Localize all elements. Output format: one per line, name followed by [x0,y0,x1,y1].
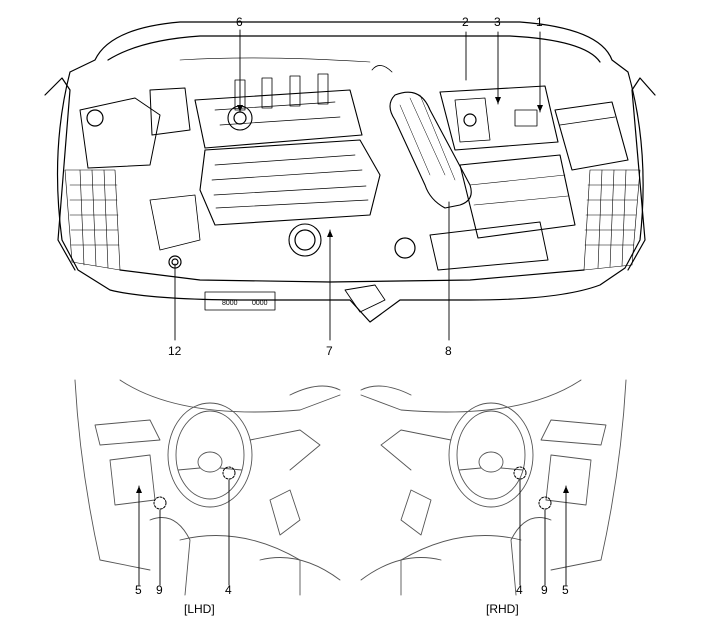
rhd-caption: [RHD] [486,602,519,616]
plate-text-left: 8000 [222,300,238,307]
rhd-leaders [519,479,567,586]
rhd-callout-5: 5 [562,583,569,597]
lhd-arrowheads [136,486,142,493]
battery [439,85,559,151]
lhd-leaders [138,479,230,586]
lhd-caption: [LHD] [184,602,215,616]
rhd-callout-9: 9 [541,583,548,597]
callout-12: 12 [168,344,182,358]
rhd-interior-illustration [360,379,627,596]
callout-7: 7 [326,344,333,358]
lhd-callout-4: 4 [225,583,232,597]
rhd-arrowheads [563,486,569,493]
plate-text-right: 0000 [252,300,268,307]
callout-8: 8 [445,344,452,358]
right-mesh [583,169,641,271]
callout-1: 1 [536,15,543,29]
rhd-callout-4: 4 [516,583,523,597]
callout-6: 6 [236,15,243,29]
callout-3: 3 [494,15,501,29]
engine-arrowheads [237,97,543,237]
callout-2: 2 [462,15,469,29]
engine-leaders [174,29,541,341]
lhd-interior-illustration [74,379,341,596]
lhd-callout-5: 5 [135,583,142,597]
left-mesh [64,169,121,271]
lhd-callout-9: 9 [156,583,163,597]
engine-bay-illustration [44,21,656,323]
